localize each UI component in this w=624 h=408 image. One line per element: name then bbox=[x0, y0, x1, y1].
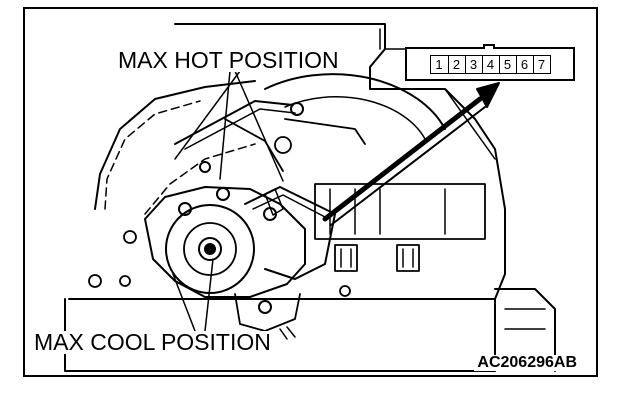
figure-code-label: AC206296AB bbox=[474, 355, 580, 371]
connector-pin: 3 bbox=[464, 55, 482, 73]
connector-pin: 7 bbox=[532, 55, 550, 73]
air-mix-damper-motor-drawing bbox=[64, 23, 556, 372]
connector-pin: 5 bbox=[498, 55, 516, 73]
connector-pin-diagram: 1 2 3 4 5 6 7 bbox=[405, 44, 575, 81]
connector-pin-row: 1 2 3 4 5 6 7 bbox=[429, 54, 551, 74]
max-cool-position-label: MAX COOL POSITION bbox=[31, 331, 274, 354]
max-hot-position-label: MAX HOT POSITION bbox=[115, 49, 342, 72]
connector-pin: 2 bbox=[447, 55, 465, 73]
diagram-frame: MAX HOT POSITION MAX COOL POSITION AC206… bbox=[23, 7, 598, 377]
connector-pin: 6 bbox=[515, 55, 533, 73]
connector-pin: 4 bbox=[481, 55, 499, 73]
connector-key-notch bbox=[483, 44, 495, 49]
connector-pin: 1 bbox=[435, 56, 443, 72]
